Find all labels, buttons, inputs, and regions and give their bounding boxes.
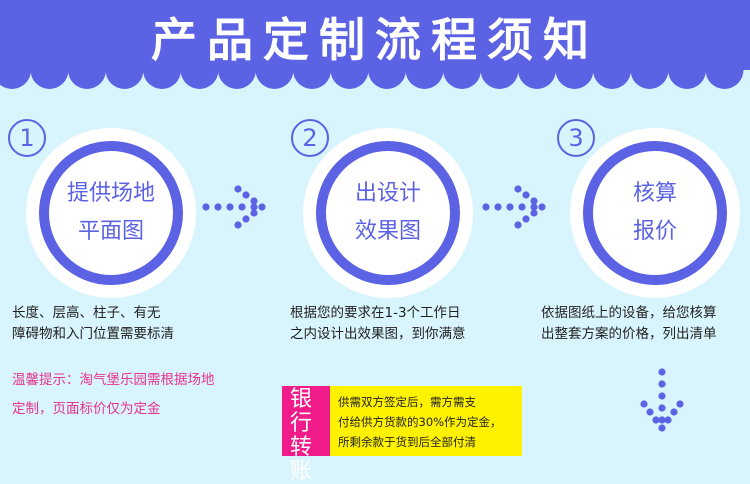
- step-1-number: 1: [8, 119, 46, 157]
- arrow-right-icon: [482, 185, 546, 229]
- step-1-title-line1: 提供场地: [66, 181, 155, 206]
- step-2-circle: 出设计 效果图: [303, 128, 473, 298]
- step-1-description: 长度、层高、柱子、有无 障碍物和入门位置需要标清: [12, 305, 174, 342]
- step-1-title-line2: 平面图: [77, 219, 144, 244]
- arrow-right-icon: [202, 185, 266, 229]
- step-2-title-line1: 出设计: [354, 181, 421, 206]
- bank-transfer-note: 供需双方签定后，需方需支 付给供方货款的30%作为定金， 所剩余款于货到后全部付…: [330, 386, 522, 456]
- step-3-circle: 核算 报价: [570, 128, 740, 298]
- tip-text: 温馨提示：淘气堡乐园需根据场地 定制，页面标价仅为定金: [12, 372, 215, 417]
- step-2-description: 根据您的要求在1-3个工作日 之内设计出效果图，到你满意: [290, 305, 466, 342]
- step-3-title-line2: 报价: [632, 219, 677, 244]
- step-2-number: 2: [291, 119, 329, 157]
- step-3-description: 依据图纸上的设备，给您核算 出整套方案的价格，列出清单: [541, 305, 717, 342]
- step-1-circle: 提供场地 平面图: [26, 128, 196, 298]
- step-3-title-line1: 核算: [632, 181, 677, 206]
- scallop-border: [0, 52, 750, 89]
- bank-transfer-label-box: 银行转账: [282, 386, 330, 484]
- arrow-down-icon: [640, 368, 684, 432]
- step-2-title-line2: 效果图: [354, 219, 421, 244]
- page-title: 产品定制流程须知: [151, 13, 599, 67]
- bank-transfer-label: 银行转账: [290, 387, 313, 484]
- step-3-number: 3: [557, 119, 595, 157]
